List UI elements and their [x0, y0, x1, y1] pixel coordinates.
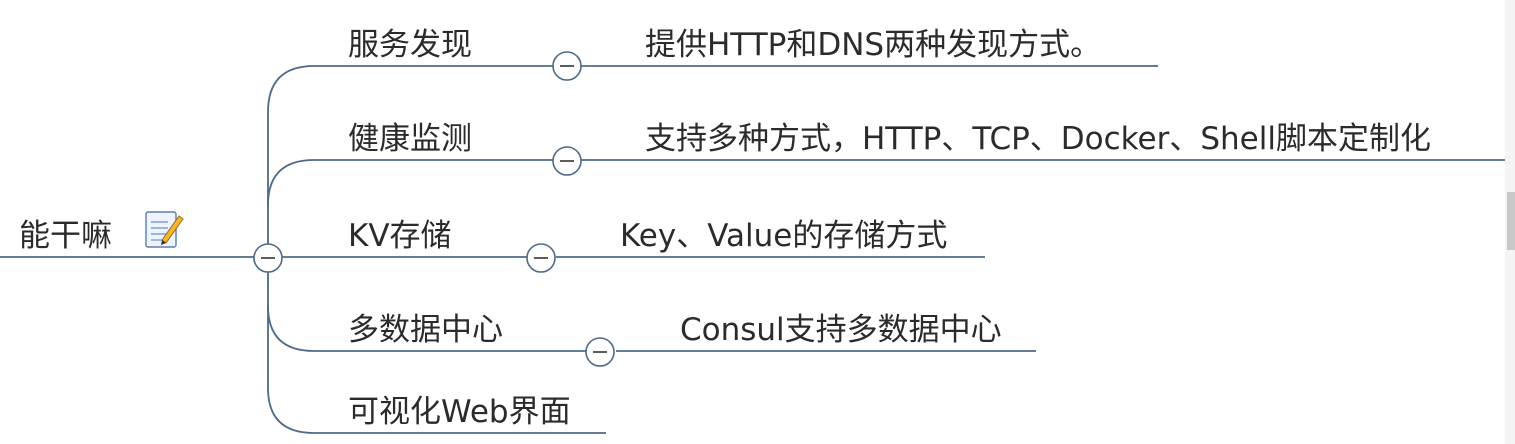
detail-label-health-check[interactable]: 支持多种方式，HTTP、TCP、Docker、Shell脚本定制化	[645, 121, 1431, 157]
memo-icon[interactable]	[145, 211, 184, 248]
branch-label-web-ui[interactable]: 可视化Web界面	[348, 394, 571, 430]
edge-branch-1	[267, 65, 555, 257]
branch-label-kv-store[interactable]: KV存储	[348, 218, 452, 254]
root-topic-label[interactable]: 能干嘛	[19, 218, 112, 254]
branch-label-multi-datacenter[interactable]: 多数据中心	[348, 312, 503, 348]
branch-label-health-check[interactable]: 健康监测	[348, 121, 472, 157]
collapse-toggle-health-check[interactable]	[552, 146, 582, 176]
collapse-toggle-kv-store[interactable]	[526, 243, 556, 273]
edge-branch-5	[267, 306, 606, 434]
detail-label-multi-datacenter[interactable]: Consul支持多数据中心	[680, 312, 1002, 348]
vertical-scrollbar-thumb[interactable]	[1507, 192, 1515, 250]
edge-branch-2	[267, 159, 555, 206]
collapse-toggle-service-discovery[interactable]	[552, 51, 582, 81]
collapse-toggle-multi-datacenter[interactable]	[585, 337, 615, 367]
collapse-toggle-root[interactable]	[253, 243, 283, 273]
branch-label-service-discovery[interactable]: 服务发现	[348, 27, 472, 63]
detail-label-service-discovery[interactable]: 提供HTTP和DNS两种发现方式。	[645, 27, 1101, 63]
detail-label-kv-store[interactable]: Key、Value的存储方式	[620, 218, 947, 254]
